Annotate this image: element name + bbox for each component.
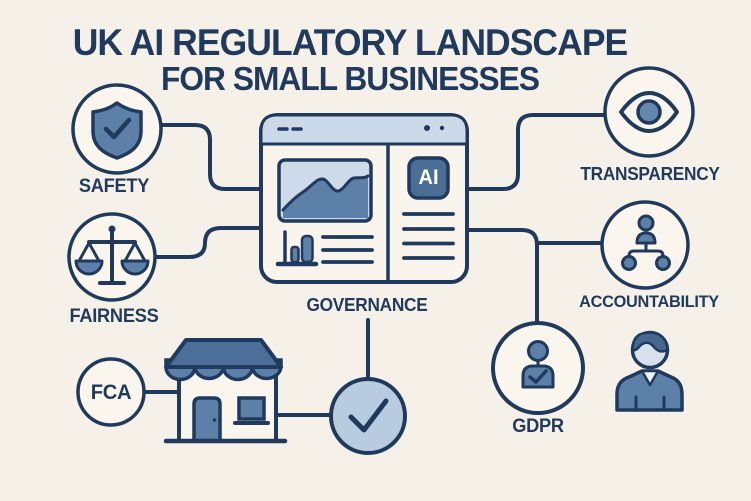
- door-handle: [212, 418, 217, 422]
- storefront-roof: [164, 338, 283, 369]
- browser-dashboard-icon: [259, 113, 469, 284]
- gdpr-label: GDPR: [512, 416, 564, 437]
- area-chart-fill: [283, 176, 368, 218]
- fca-circle: [76, 357, 146, 427]
- fairness-node: [67, 212, 157, 302]
- text-lines-right: [402, 212, 455, 260]
- connector-governance-transparency: [465, 113, 608, 191]
- ai-badge-label: AI: [418, 166, 439, 189]
- eye-icon: [619, 91, 679, 133]
- page-title-line2: FOR SMALL BUSINESSES: [160, 60, 540, 97]
- titlebar-dot: [439, 125, 445, 131]
- connector-safety-governance: [158, 123, 264, 191]
- shield-check-icon: [91, 101, 143, 160]
- accountability-label: ACCOUNTABILITY: [579, 292, 719, 311]
- governance-label: GOVERNANCE: [306, 295, 428, 315]
- storefront-window: [237, 396, 266, 421]
- fairness-label: FAIRNESS: [69, 306, 159, 327]
- area-chart-line: [281, 174, 370, 212]
- safety-label: SAFETY: [78, 176, 150, 197]
- gdpr-node: [491, 321, 585, 415]
- safety-node: [71, 83, 163, 175]
- storefront-icon: [163, 338, 288, 444]
- text-lines-left: [321, 235, 374, 264]
- connector-lines: [141, 113, 608, 417]
- connector-fairness-governance: [153, 226, 264, 259]
- page-title-line1: UK AI REGULATORY LANDSCAPE: [72, 22, 629, 63]
- checkmark-circle-icon: [329, 377, 407, 455]
- transparency-label: TRANSPARENCY: [580, 164, 720, 184]
- businessman-icon: [615, 330, 684, 412]
- fca-label: FCA: [90, 381, 132, 404]
- transparency-node: [603, 66, 695, 158]
- bar-chart-thumbnail: [275, 230, 319, 267]
- connector-governance-gdpr: [465, 228, 539, 326]
- org-chart-icon: [621, 214, 671, 271]
- titlebar-dot: [424, 125, 430, 131]
- person-check-icon: [521, 340, 555, 389]
- storefront-door: [192, 396, 222, 443]
- scales-of-justice-icon: [74, 225, 150, 285]
- browser-titlebar: [259, 113, 469, 146]
- accountability-node: [600, 200, 690, 290]
- ai-badge: [407, 156, 450, 200]
